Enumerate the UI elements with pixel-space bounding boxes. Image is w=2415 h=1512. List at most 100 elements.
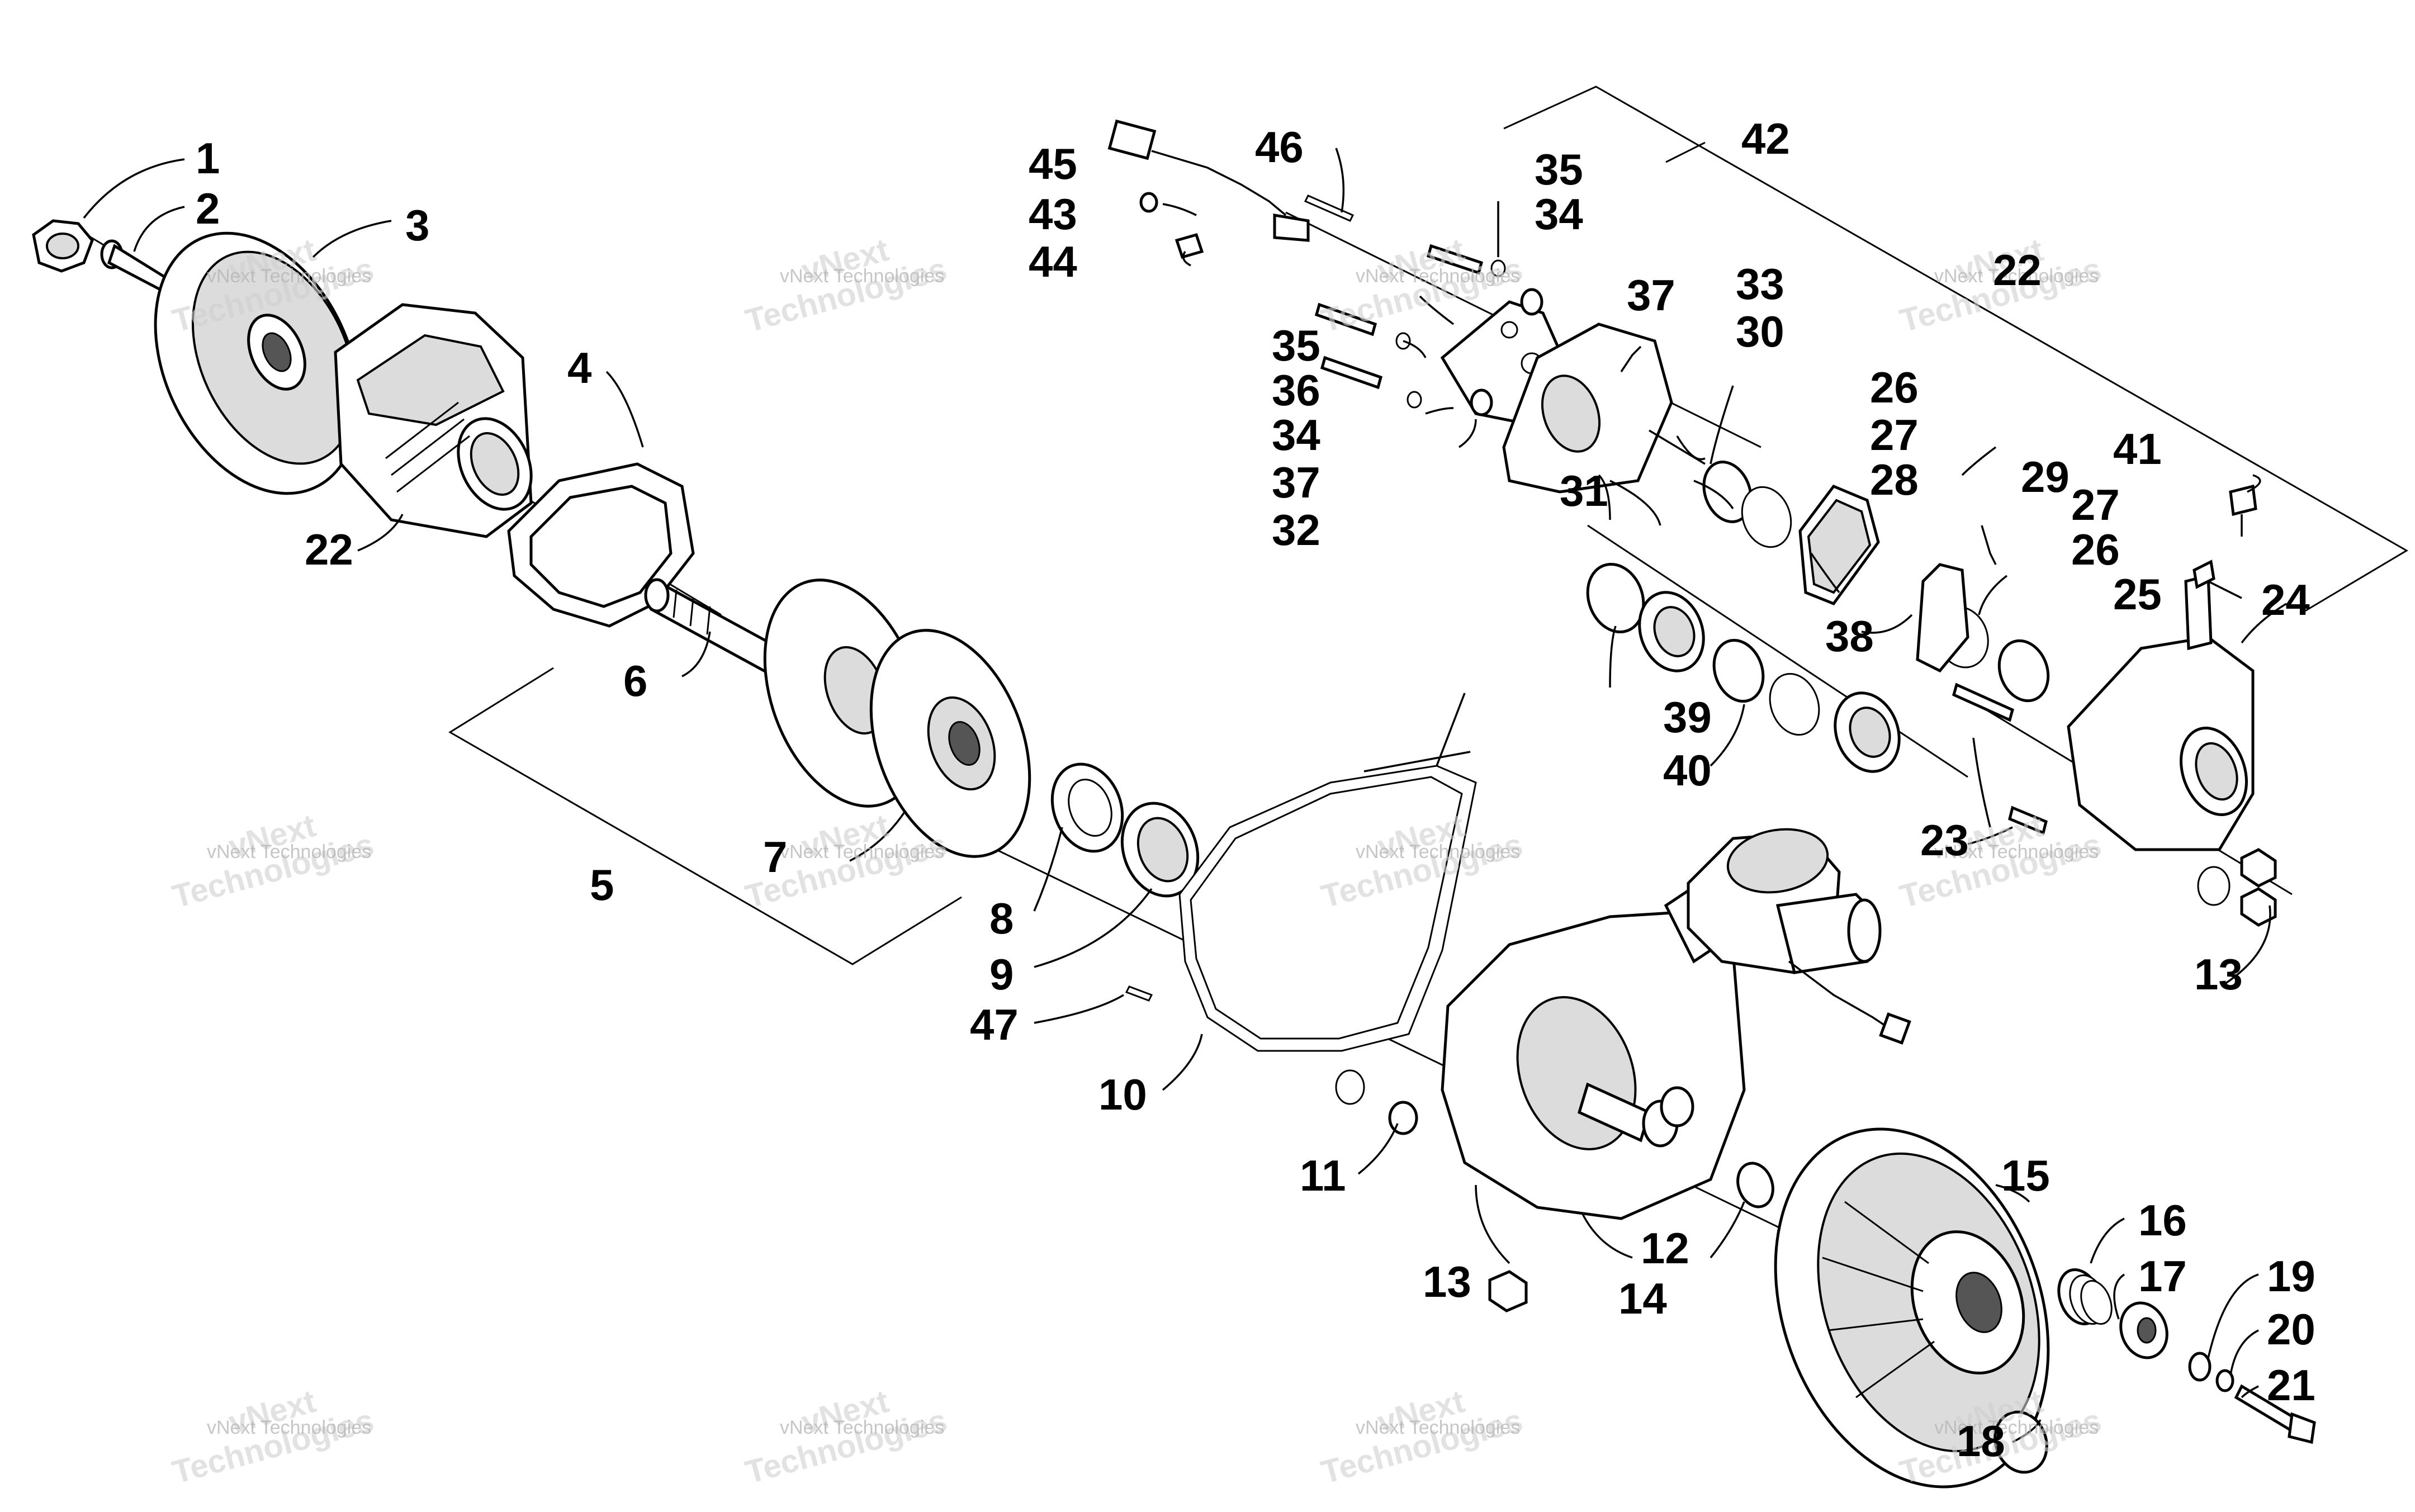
- part-37-bushings: [1470, 288, 1543, 416]
- callout-15: 15: [2001, 1151, 2050, 1200]
- watermark-small: vNext Technologies: [780, 1417, 944, 1438]
- part-16-spring: [2057, 1268, 2113, 1325]
- part-32-caliper: [1502, 323, 1673, 494]
- part-1-nut: [32, 219, 94, 273]
- leader-lines: [83, 148, 2287, 1443]
- callout-26-top: 26: [1870, 363, 1919, 412]
- callout-18: 18: [1957, 1416, 2005, 1466]
- callout-38: 38: [1825, 612, 1874, 661]
- part-14-ring: [1736, 1162, 1774, 1208]
- callout-4: 4: [567, 343, 591, 392]
- group-bracket-5: [448, 667, 962, 965]
- part-2-bolt: [100, 239, 176, 296]
- callout-30: 30: [1736, 307, 1784, 356]
- callout-39: 39: [1663, 693, 1712, 742]
- part-20-washer: [2215, 1369, 2234, 1392]
- watermark-small: vNext Technologies: [207, 266, 371, 287]
- callout-32: 32: [1272, 505, 1320, 554]
- callout-34-mid: 34: [1272, 410, 1320, 459]
- part-45-44-43-sensor: [1107, 119, 1310, 259]
- watermark-small: vNext Technologies: [780, 841, 944, 862]
- part-11-washer: [1335, 1069, 1418, 1135]
- watermark-small: vNext Technologies: [1934, 1417, 2099, 1438]
- callout-1: 1: [196, 134, 220, 183]
- callout-5: 5: [590, 860, 614, 909]
- callout-46: 46: [1255, 122, 1304, 172]
- part-22-housing: [334, 303, 533, 538]
- callout-22-right: 22: [1993, 245, 2042, 295]
- callout-25: 25: [2113, 570, 2162, 619]
- part-13-nut-lower: [1488, 1270, 1528, 1312]
- part-8-seal: [1050, 762, 1124, 853]
- callout-33: 33: [1736, 259, 1784, 309]
- callout-23: 23: [1920, 816, 1969, 865]
- watermark-small: vNext Technologies: [1356, 1417, 1520, 1438]
- callout-11: 11: [1300, 1151, 1346, 1200]
- callout-27-mid: 27: [2071, 480, 2120, 529]
- callout-34-top: 34: [1535, 189, 1583, 239]
- part-23-bolt: [1952, 682, 2048, 835]
- watermark-small: vNext Technologies: [207, 1417, 371, 1438]
- part-33-30-clip: [1620, 345, 1642, 372]
- callout-2: 2: [196, 184, 220, 233]
- part-21-bolt: [2234, 1384, 2316, 1444]
- callout-27-top: 27: [1870, 410, 1919, 459]
- part-19-washer: [2188, 1352, 2212, 1382]
- callout-19: 19: [2267, 1252, 2315, 1301]
- part-39-40-bearings: [1586, 562, 1901, 773]
- watermark-small: vNext Technologies: [780, 266, 944, 287]
- callout-13-lower: 13: [1423, 1257, 1471, 1306]
- callout-42: 42: [1741, 114, 1790, 163]
- part-28-pad: [1798, 484, 1880, 606]
- callout-16: 16: [2138, 1196, 2187, 1245]
- watermark-small: vNext Technologies: [1934, 266, 2099, 287]
- callout-13-upper: 13: [2194, 950, 2243, 999]
- callout-10: 10: [1098, 1070, 1147, 1119]
- watermark-small: vNext Technologies: [1356, 266, 1520, 287]
- callout-3: 3: [405, 201, 429, 250]
- watermark-small: vNext Technologies: [207, 841, 371, 862]
- callout-24: 24: [2261, 575, 2310, 624]
- callout-26-mid: 26: [2071, 525, 2120, 574]
- callout-21: 21: [2267, 1361, 2315, 1410]
- callout-20: 20: [2267, 1305, 2315, 1354]
- callout-43: 43: [1029, 189, 1077, 239]
- part-12-chaincase: [1441, 881, 1746, 1220]
- callout-41: 41: [2113, 424, 2162, 473]
- watermark-small: vNext Technologies: [1934, 841, 2099, 862]
- part-47-pin: [1125, 985, 1153, 1002]
- part-3-sheave: [154, 231, 361, 495]
- callout-37-mid: 37: [1272, 458, 1320, 507]
- part-24-caliper-half: [2067, 573, 2255, 851]
- watermark-small: vNext Technologies: [1356, 841, 1520, 862]
- part-25-41-fittings: [2193, 484, 2257, 589]
- callout-45: 45: [1029, 139, 1077, 188]
- callout-44: 44: [1029, 237, 1077, 286]
- callout-12: 12: [1641, 1224, 1689, 1273]
- part-9-bearing: [1120, 802, 1200, 898]
- part-7-sprockets: [763, 579, 1031, 858]
- callout-17: 17: [2138, 1252, 2187, 1301]
- part-motor: [1687, 828, 1911, 1045]
- part-17-cap: [2119, 1301, 2168, 1359]
- callout-9: 9: [989, 950, 1014, 999]
- part-29-38-pad: [1916, 525, 1997, 673]
- callout-37-top: 37: [1627, 271, 1675, 320]
- part-46-pin: [1304, 195, 1355, 222]
- callout-28: 28: [1870, 455, 1919, 504]
- callout-22-left: 22: [305, 525, 353, 574]
- callout-29: 29: [2021, 452, 2070, 501]
- callout-14: 14: [1618, 1274, 1667, 1323]
- part-13-nuts-upper: [2197, 848, 2277, 927]
- callout-35-top: 35: [1535, 145, 1583, 194]
- part-10-gasket: [1178, 693, 1477, 1052]
- part-35-36-bolts: [1314, 244, 1484, 390]
- group-bracket-22-right: [1503, 86, 2408, 613]
- callout-6: 6: [623, 656, 647, 705]
